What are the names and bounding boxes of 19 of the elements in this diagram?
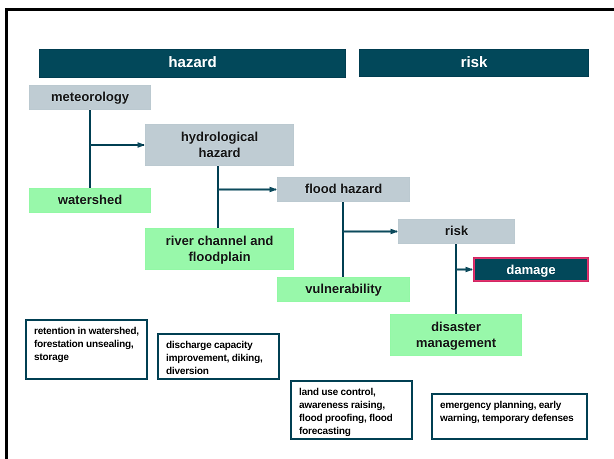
connector-arrow: [455, 266, 473, 314]
process-box: flood hazard: [277, 177, 410, 202]
section-header-bar: risk: [359, 49, 589, 77]
measure-box: land use control, awareness raising, flood proofing, flood forecasting: [290, 380, 413, 440]
measure-box: emergency planning, early warning, temporary defenses: [431, 393, 588, 440]
factor-box: watershed: [29, 188, 151, 213]
section-header-bar: hazard: [39, 49, 346, 78]
connector-arrow: [342, 228, 398, 277]
connector-arrow: [89, 142, 145, 188]
process-box: risk: [398, 219, 515, 244]
measure-box: retention in watershed, forestation unsealing, storage: [25, 319, 148, 380]
outcome-box: damage: [473, 257, 589, 282]
factor-box: river channel and floodplain: [145, 228, 294, 270]
factor-box: disaster management: [390, 314, 522, 356]
connector-arrow: [217, 186, 277, 228]
process-box: hydrological hazard: [145, 124, 294, 166]
process-box: meteorology: [29, 85, 151, 110]
measure-box: discharge capacity improvement, diking, diversion: [157, 333, 280, 380]
factor-box: vulnerability: [277, 277, 410, 302]
